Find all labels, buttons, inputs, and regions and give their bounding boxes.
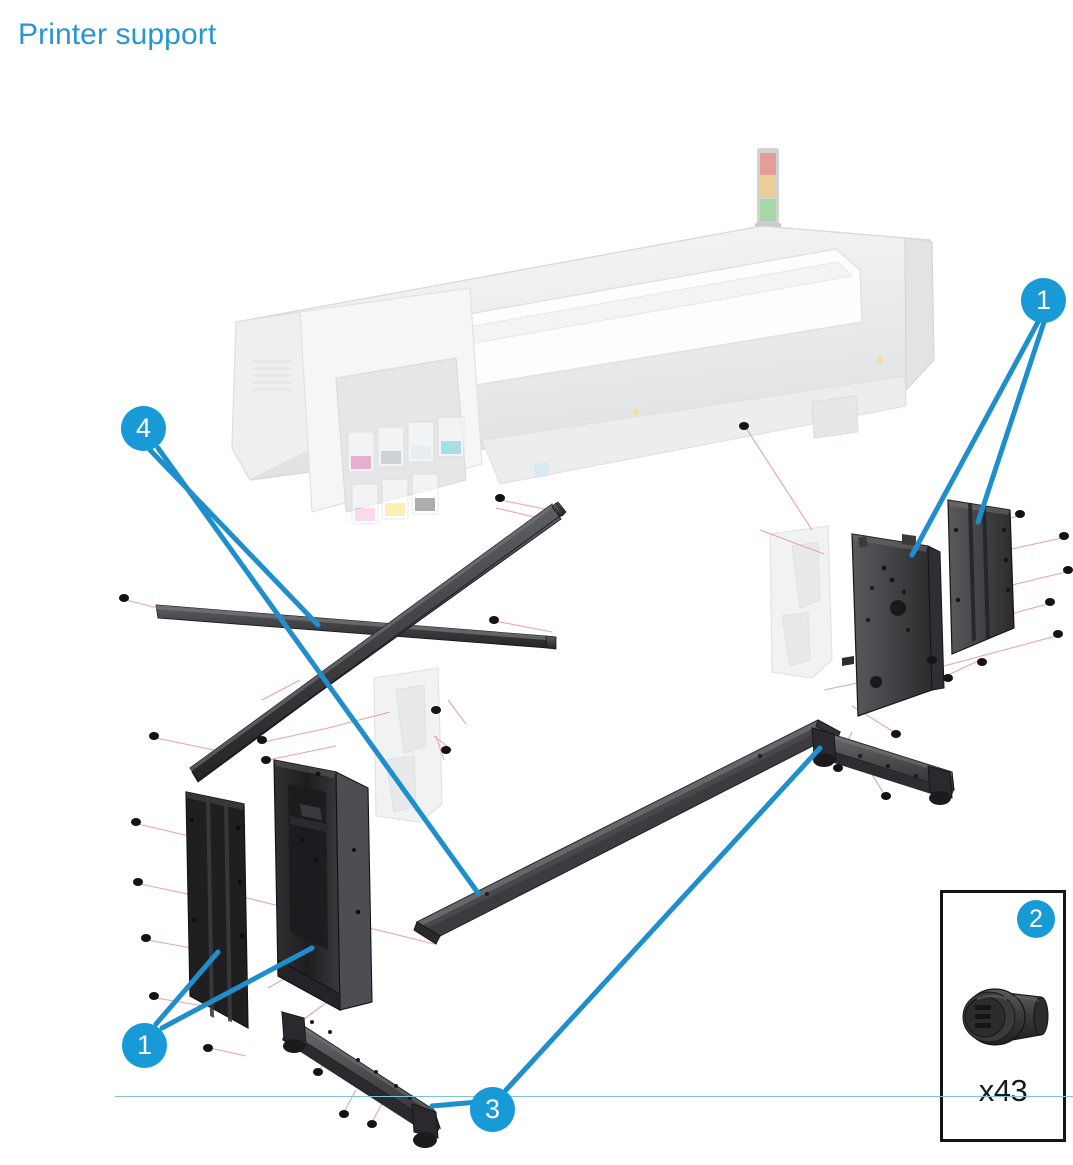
left-leg-upright [273, 759, 373, 1012]
right-leg-cover-panel [947, 499, 1015, 655]
left-foot-with-casters [281, 1010, 442, 1148]
caster-wheel [927, 765, 953, 805]
diagram-canvas [119, 148, 1073, 1148]
caster-wheel [281, 1011, 307, 1053]
loose-screws [119, 422, 1073, 1128]
illustration-page: Printer support [0, 18, 1073, 1148]
right-leg-upright [842, 533, 945, 717]
caster-wheel [811, 727, 837, 767]
callout-badge-2[interactable]: 2 [1017, 900, 1055, 938]
status-light-tower-icon [755, 148, 781, 237]
callout-badge-3[interactable]: 3 [470, 1087, 515, 1132]
cross-brace-bar-a-right-ext [545, 635, 557, 650]
printer-ghost-body [231, 148, 935, 823]
screw-icon [962, 988, 1049, 1046]
cross-brace-bar-ne-visible [551, 502, 565, 518]
page-title: Printer support [18, 18, 217, 51]
callout-badge-1-bottom[interactable]: 1 [122, 1023, 167, 1068]
ink-cartridge-group [347, 416, 465, 525]
callout-badge-4[interactable]: 4 [121, 406, 166, 451]
callout-badge-1-top[interactable]: 1 [1021, 278, 1066, 323]
parts-quantity-label: x43 [978, 1073, 1028, 1108]
cross-brace-bar-a [155, 604, 554, 649]
right-foot-with-casters [811, 727, 955, 805]
parts-inset-box: 2 x43 [940, 890, 1066, 1142]
left-leg-cover-panel [185, 791, 249, 1030]
footer-divider [115, 1096, 1073, 1097]
exploded-diagram-figure: 1 4 1 3 2 x43 [0, 60, 1073, 1148]
main-crossbeam [413, 719, 842, 945]
